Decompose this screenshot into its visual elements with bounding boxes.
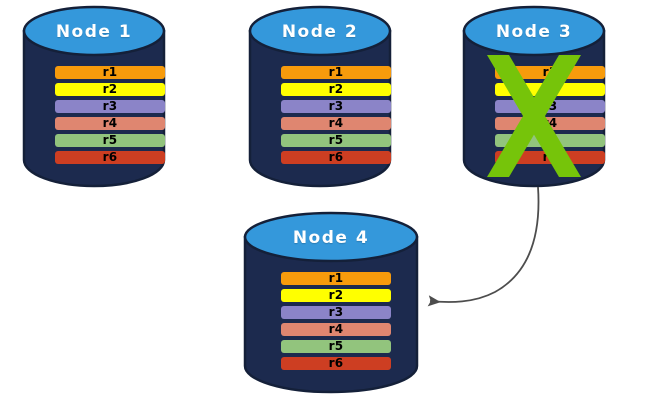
node-cylinder-node-3[interactable]: Node 3 r1 r2 r3 r4 r5 r6 xyxy=(462,5,606,188)
data-row-r6[interactable]: r6 xyxy=(281,357,391,370)
data-row-r5[interactable]: r5 xyxy=(281,134,391,147)
data-row-r3[interactable]: r3 xyxy=(55,100,165,113)
node-cylinder-node-4[interactable]: Node 4 r1 r2 r3 r4 r5 r6 xyxy=(243,211,419,394)
data-row-r2[interactable]: r2 xyxy=(495,83,605,96)
node-title: Node 2 xyxy=(281,22,359,42)
data-row-r3[interactable]: r3 xyxy=(281,100,391,113)
data-row-r2[interactable]: r2 xyxy=(281,83,391,96)
data-row-r4[interactable]: r4 xyxy=(495,117,605,130)
data-row-r1[interactable]: r1 xyxy=(281,66,391,79)
data-row-r3[interactable]: r3 xyxy=(495,100,605,113)
data-row-r2[interactable]: r2 xyxy=(55,83,165,96)
data-row-r1[interactable]: r1 xyxy=(281,272,391,285)
failover-arrow-path xyxy=(427,186,540,307)
data-row-r6[interactable]: r6 xyxy=(281,151,391,164)
data-row-r4[interactable]: r4 xyxy=(281,117,391,130)
data-row-r1[interactable]: r1 xyxy=(55,66,165,79)
data-row-r6[interactable]: r6 xyxy=(495,151,605,164)
node-cylinder-node-2[interactable]: Node 2 r1 r2 r3 r4 r5 r6 xyxy=(248,5,392,188)
node-title: Node 4 xyxy=(292,228,370,248)
data-row-r3[interactable]: r3 xyxy=(281,306,391,319)
data-row-r5[interactable]: r5 xyxy=(55,134,165,147)
data-row-r6[interactable]: r6 xyxy=(55,151,165,164)
data-row-r4[interactable]: r4 xyxy=(55,117,165,130)
data-row-r5[interactable]: r5 xyxy=(495,134,605,147)
cylinder-top-ellipse xyxy=(248,5,392,57)
node-cylinder-node-1[interactable]: Node 1 r1 r2 r3 r4 r5 r6 xyxy=(22,5,166,188)
data-row-r4[interactable]: r4 xyxy=(281,323,391,336)
node-title: Node 1 xyxy=(55,22,133,42)
cylinder-top-ellipse xyxy=(22,5,166,57)
data-row-r1[interactable]: r1 xyxy=(495,66,605,79)
node-title: Node 3 xyxy=(495,22,573,42)
data-row-r5[interactable]: r5 xyxy=(281,340,391,353)
cylinder-top-ellipse xyxy=(243,211,419,263)
data-row-r2[interactable]: r2 xyxy=(281,289,391,302)
